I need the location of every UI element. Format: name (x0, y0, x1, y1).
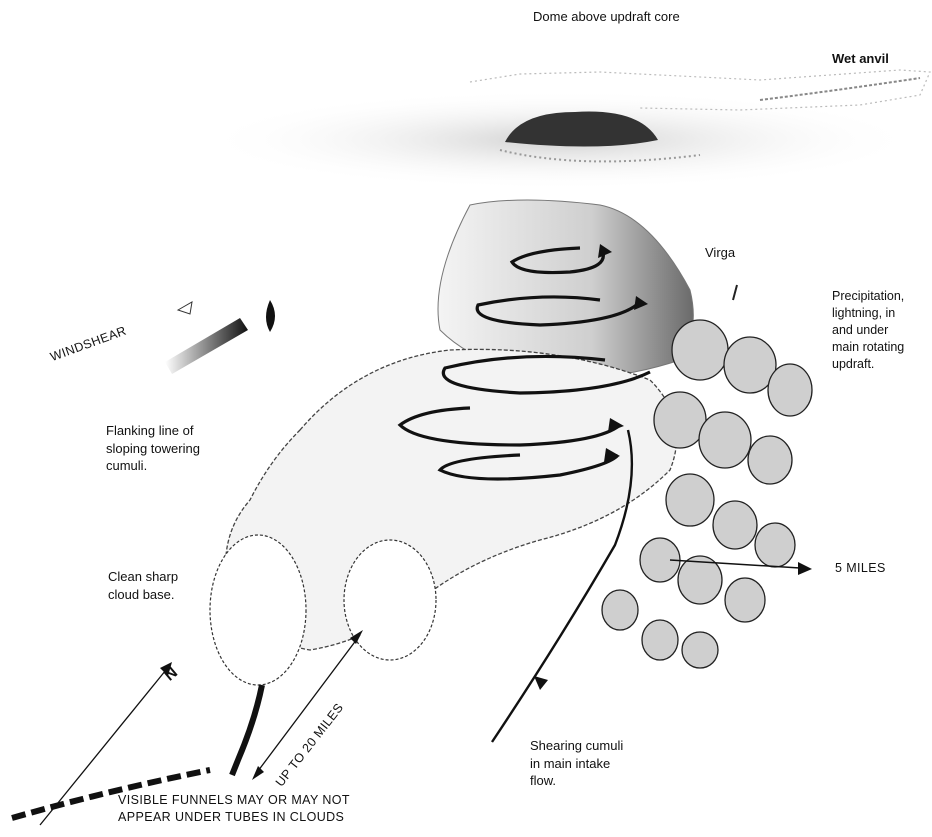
twenty-miles-arrowhead-low (252, 766, 264, 780)
cloud-tube-right (344, 540, 436, 660)
clean-base-label: Clean sharp cloud base. (108, 568, 178, 603)
dome-label: Dome above updraft core (533, 8, 680, 26)
funnel-tube (232, 685, 262, 775)
five-miles-arrowhead (798, 562, 812, 575)
flanking-line-label: Flanking line of sloping towering cumuli… (106, 422, 200, 475)
windshear-tip (266, 300, 275, 332)
wet-anvil-streak (760, 78, 920, 100)
cloud-tube-left (210, 535, 306, 685)
funnels-note: VISIBLE FUNNELS MAY OR MAY NOT APPEAR UN… (118, 792, 350, 826)
virga-mark (733, 285, 737, 300)
intake-arrowhead (534, 676, 548, 690)
virga-label: Virga (705, 244, 735, 262)
shearing-cumuli-label: Shearing cumuli in main intake flow. (530, 737, 623, 790)
windshear-arrow (165, 318, 248, 374)
five-miles-label: 5 MILES (835, 560, 886, 577)
wet-anvil-label: Wet anvil (832, 50, 889, 68)
windshear-arrowhead (178, 302, 192, 314)
precipitation-label: Precipitation, lightning, in and under m… (832, 288, 904, 372)
